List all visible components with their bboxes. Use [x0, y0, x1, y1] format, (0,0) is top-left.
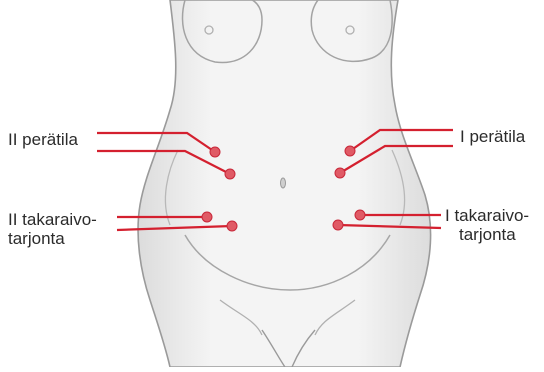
marker-left-vertex-lower	[227, 221, 237, 231]
label-right-vertex: I takaraivo- tarjonta	[445, 206, 529, 244]
label-right-breech: I perätila	[460, 127, 525, 146]
marker-left-breech-upper	[210, 147, 220, 157]
navel	[281, 178, 286, 188]
marker-right-vertex-upper	[355, 210, 365, 220]
label-right-vertex-line2: tarjonta	[445, 225, 529, 244]
label-left-vertex: II takaraivo- tarjonta	[8, 210, 97, 248]
marker-left-breech-lower	[225, 169, 235, 179]
marker-left-vertex-upper	[202, 212, 212, 222]
marker-right-breech-upper	[345, 146, 355, 156]
label-left-breech: II perätila	[8, 130, 78, 149]
label-right-vertex-line1: I takaraivo-	[445, 206, 529, 225]
label-left-vertex-line1: II takaraivo-	[8, 210, 97, 229]
marker-right-breech-lower	[335, 168, 345, 178]
marker-right-vertex-lower	[333, 220, 343, 230]
label-left-vertex-line2: tarjonta	[8, 229, 97, 248]
